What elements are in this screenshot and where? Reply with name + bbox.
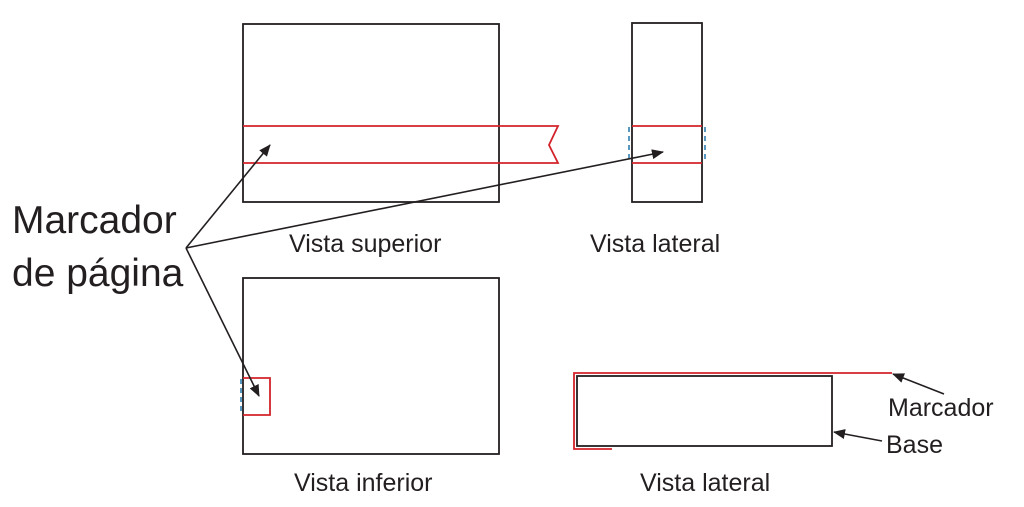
side-view-upper-label: Vista lateral	[590, 230, 720, 258]
top-view-base-outline	[242, 23, 500, 203]
side-view-lower-label: Vista lateral	[640, 469, 770, 497]
main-label-line1: Marcador	[12, 199, 177, 242]
top-view-label: Vista superior	[289, 230, 441, 258]
base-label: Base	[886, 431, 943, 459]
side-view-upper-outline	[631, 22, 703, 203]
side-view-lower	[573, 372, 892, 450]
arrow-to-bookmark-edge	[892, 373, 945, 395]
main-label-line2: de página	[12, 252, 184, 295]
bottom-view-base-outline	[242, 277, 500, 455]
arrow-to-top-view	[185, 144, 271, 249]
side-view-upper	[628, 22, 706, 203]
arrow-to-base-edge	[833, 429, 883, 442]
bookmark-label: Marcador	[888, 394, 994, 422]
side-view-lower-bookmark	[573, 372, 892, 450]
top-view-bookmark-strip	[243, 125, 560, 164]
arrow-to-bottom-view	[185, 247, 260, 397]
bottom-view-bookmark-tab	[243, 377, 271, 416]
bottom-view-label: Vista inferior	[294, 469, 433, 497]
top-view	[242, 23, 560, 203]
bookmark-pointer-arrows	[185, 144, 664, 397]
arrow-to-side-view	[185, 149, 664, 249]
side-view-lower-base	[576, 375, 833, 447]
bottom-view	[240, 277, 500, 455]
